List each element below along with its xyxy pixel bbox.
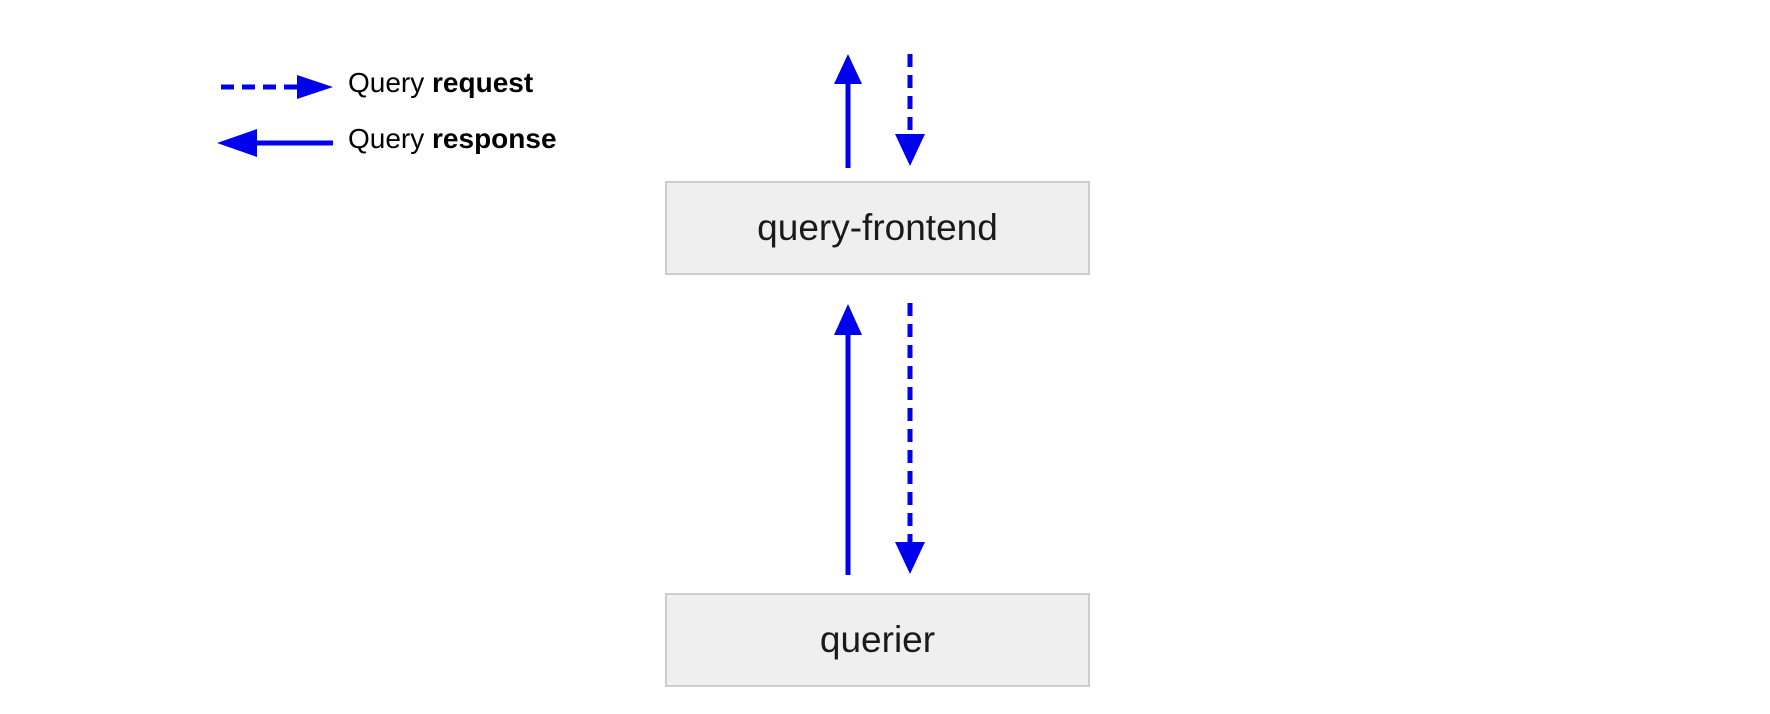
node-query-frontend[interactable]: query-frontend (665, 181, 1090, 275)
legend-label-query-request: Query request (348, 55, 533, 111)
legend-label-query-response: Query response (348, 111, 557, 167)
legend-text-prefix-response: Query (348, 123, 433, 154)
node-querier-label: querier (819, 619, 936, 660)
arrows-query-frontend-querier (800, 299, 980, 577)
legend: Query request Query response (205, 55, 725, 170)
legend-item-query-response: Query response (205, 111, 725, 167)
node-query-frontend-label: query-frontend (757, 207, 998, 248)
node-querier[interactable]: querier (665, 593, 1090, 687)
arrows-client-query-frontend (800, 50, 980, 170)
arrow-query-request-down-middle (895, 303, 925, 574)
legend-text-prefix-request: Query (348, 67, 433, 98)
arrow-query-response-up-middle (834, 304, 862, 575)
dashed-right-arrow-icon (205, 55, 345, 111)
legend-text-emphasis-response: response (432, 123, 557, 154)
solid-left-arrow-icon (205, 111, 345, 167)
arrow-query-request-down-top (895, 54, 925, 166)
arrow-query-response-up-top (834, 54, 862, 168)
legend-item-query-request: Query request (205, 55, 725, 111)
legend-text-emphasis-request: request (432, 67, 534, 98)
